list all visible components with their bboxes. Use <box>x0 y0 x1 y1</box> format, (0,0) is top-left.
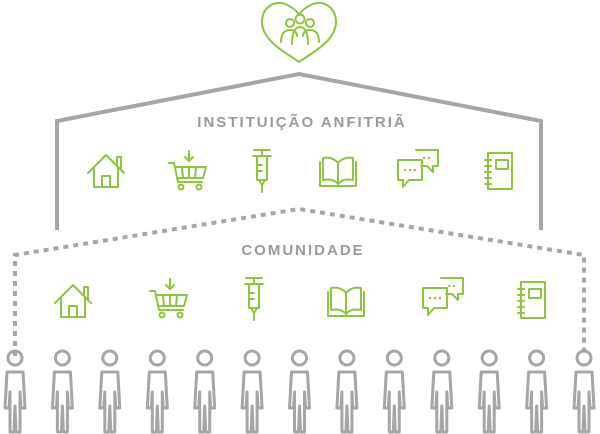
person-icon <box>3 349 27 434</box>
person-icon <box>50 349 74 434</box>
community-title: COMUNIDADE <box>241 242 364 259</box>
person-icon <box>525 349 549 434</box>
person-icon <box>335 349 359 434</box>
host-open-book-icon <box>319 156 357 187</box>
host-chat-bubbles-icon <box>397 149 439 188</box>
person-icon <box>145 349 169 434</box>
person-icon <box>477 349 501 434</box>
host-notebook-icon <box>484 152 513 190</box>
host-syringe-icon <box>252 149 272 193</box>
community-shopping-cart-icon <box>149 278 188 319</box>
person-icon <box>98 349 122 434</box>
heart-people-icon <box>261 2 337 63</box>
people-row <box>3 349 596 434</box>
person-icon <box>193 349 217 434</box>
person-icon <box>382 349 406 434</box>
community-open-book-icon <box>327 286 365 317</box>
community-house-icon <box>54 284 92 318</box>
person-icon <box>288 349 311 434</box>
host-shopping-cart-icon <box>168 150 207 191</box>
host-roof <box>55 71 543 230</box>
community-syringe-icon <box>244 277 264 321</box>
person-icon <box>572 349 596 434</box>
person-icon <box>430 349 454 434</box>
host-title: INSTITUIÇÃO ANFITRIÃ <box>197 113 406 131</box>
community-notebook-icon <box>517 281 546 319</box>
community-roof <box>13 206 586 356</box>
community-chat-bubbles-icon <box>422 277 464 316</box>
host-house-icon <box>87 154 125 188</box>
person-icon <box>240 349 264 434</box>
